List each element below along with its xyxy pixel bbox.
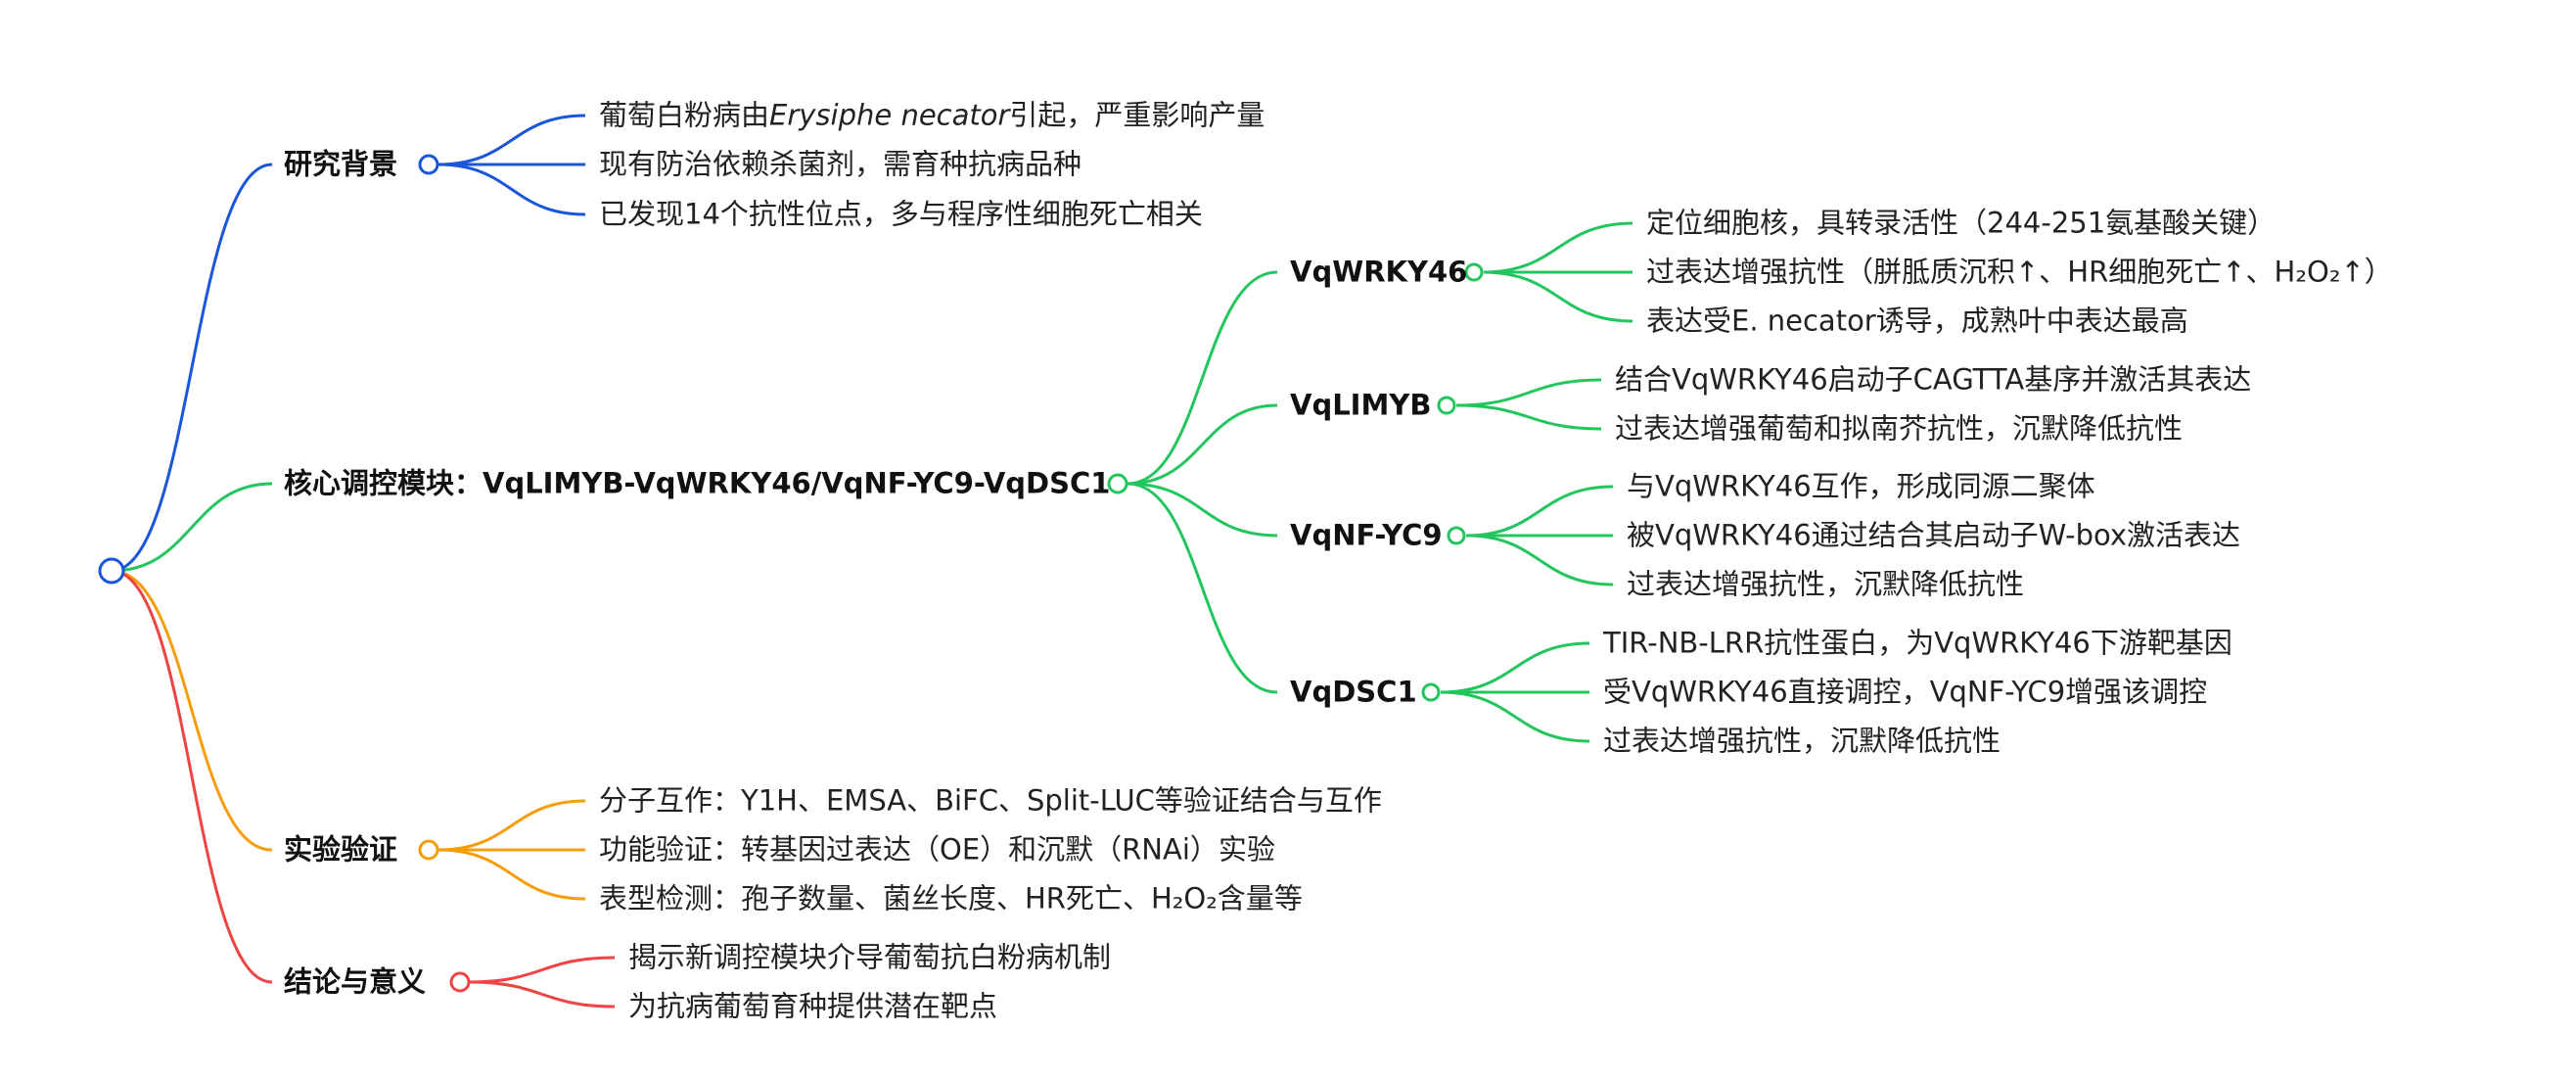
leaf-conclusion-2: 为抗病葡萄育种提供潜在靶点 xyxy=(628,989,998,1023)
leaf-vqnf-yc9-1: 与VqWRKY46互作，形成同源二聚体 xyxy=(1627,469,2095,503)
leaf-vqlimyb-2: 过表达增强葡萄和拟南芥抗性，沉默降低抗性 xyxy=(1615,411,2184,446)
gene-node-circle-2 xyxy=(1437,396,1456,415)
gene-node-vqnf-yc9: VqNF-YC9 xyxy=(1290,518,1443,552)
link-core-gene-4 xyxy=(1127,482,1278,694)
link-root-experiment xyxy=(111,569,273,852)
link-background-leaf-1 xyxy=(437,114,586,166)
leaf-vqwrky46-3: 表达受E. necator诱导，成熟叶中表达最高 xyxy=(1646,304,2188,338)
link-root-background xyxy=(111,163,273,573)
link-gene-4-leaf-3 xyxy=(1440,690,1590,743)
experiment-node-circle xyxy=(418,839,439,861)
link-gene-4-leaf-1 xyxy=(1440,641,1590,694)
link-gene-2-leaf-1 xyxy=(1455,378,1602,407)
leaf-vqwrky46-1: 定位细胞核，具转录活性（244-251氨基酸关键） xyxy=(1646,206,2277,240)
leaf-text-post: 引起，严重影响产量 xyxy=(1009,98,1265,132)
leaf-text-pre: 葡萄白粉病由 xyxy=(599,98,770,132)
gene-node-vqlimyb: VqLIMYB xyxy=(1290,388,1432,422)
background-node-circle xyxy=(418,154,439,175)
link-root-conclusion xyxy=(111,569,273,984)
pathogen-name: Erysiphe necator xyxy=(769,98,1010,132)
leaf-vqwrky46-2: 过表达增强抗性（胼胝质沉积↑、HR细胞死亡↑、H₂O₂↑） xyxy=(1646,255,2393,289)
gene-node-circle-1 xyxy=(1464,262,1484,282)
conclusion-node-circle xyxy=(449,971,471,993)
link-experiment-leaf-1 xyxy=(437,799,586,852)
link-gene-3-leaf-3 xyxy=(1465,534,1614,586)
link-core-gene-1 xyxy=(1127,270,1278,486)
leaf-experiment-2: 功能验证：转基因过表达（OE）和沉默（RNAi）实验 xyxy=(599,832,1275,867)
link-core-gene-2 xyxy=(1127,403,1278,486)
leaf-vqdsc1-3: 过表达增强抗性，沉默降低抗性 xyxy=(1603,724,2001,758)
branch-title-core: 核心调控模块：VqLIMYB-VqWRKY46/VqNF-YC9-VqDSC1 xyxy=(284,466,1111,500)
gene-node-circle-4 xyxy=(1421,682,1441,702)
branch-title-background: 研究背景 xyxy=(284,147,398,181)
gene-node-vqwrky46: VqWRKY46 xyxy=(1290,255,1468,289)
leaf-vqdsc1-2: 受VqWRKY46直接调控，VqNF-YC9增强该调控 xyxy=(1603,675,2208,709)
link-conclusion-leaf-1 xyxy=(469,956,616,984)
gene-node-circle-3 xyxy=(1447,526,1466,545)
link-core-gene-3 xyxy=(1127,482,1278,538)
leaf-vqdsc1-1: TIR-NB-LRR抗性蛋白，为VqWRKY46下游靶基因 xyxy=(1603,626,2232,660)
link-background-leaf-3 xyxy=(437,163,586,216)
branch-title-conclusion: 结论与意义 xyxy=(284,964,427,999)
leaf-vqnf-yc9-3: 过表达增强抗性，沉默降低抗性 xyxy=(1627,567,2025,601)
branch-title-experiment: 实验验证 xyxy=(284,832,398,867)
leaf-background-1: 葡萄白粉病由Erysiphe necator引起，严重影响产量 xyxy=(599,98,1265,132)
core-node-circle xyxy=(1107,473,1128,494)
leaf-vqlimyb-1: 结合VqWRKY46启动子CAGTTA基序并激活其表达 xyxy=(1615,362,2252,397)
leaf-experiment-3: 表型检测：孢子数量、菌丝长度、HR死亡、H₂O₂含量等 xyxy=(599,881,1303,915)
leaf-background-3: 已发现14个抗性位点，多与程序性细胞死亡相关 xyxy=(599,197,1203,231)
link-gene-2-leaf-2 xyxy=(1455,403,1602,431)
root-node-circle xyxy=(98,557,125,585)
gene-node-vqdsc1: VqDSC1 xyxy=(1290,675,1417,709)
leaf-conclusion-1: 揭示新调控模块介导葡萄抗白粉病机制 xyxy=(628,940,1112,974)
link-gene-1-leaf-1 xyxy=(1483,221,1633,274)
leaf-experiment-1: 分子互作：Y1H、EMSA、BiFC、Split-LUC等验证结合与互作 xyxy=(599,783,1382,818)
link-conclusion-leaf-2 xyxy=(469,980,616,1009)
link-root-core xyxy=(111,482,273,573)
leaf-background-2: 现有防治依赖杀菌剂，需育种抗病品种 xyxy=(599,147,1082,181)
link-gene-1-leaf-3 xyxy=(1483,270,1633,323)
link-gene-3-leaf-1 xyxy=(1465,485,1614,538)
link-experiment-leaf-3 xyxy=(437,848,586,901)
leaf-vqnf-yc9-2: 被VqWRKY46通过结合其启动子W-box激活表达 xyxy=(1627,518,2241,552)
